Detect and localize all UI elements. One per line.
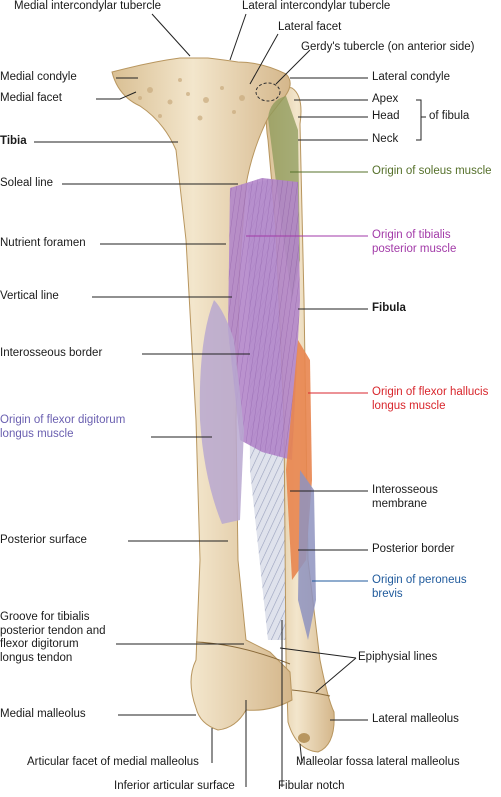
fibula-epiphysial-line [291, 689, 331, 697]
gerdys-tubercle-outline [255, 82, 281, 102]
colored-leader-lines [246, 171, 368, 582]
tibia-epiphysial-line [195, 641, 291, 665]
apex-label: Apex [372, 93, 399, 105]
of-fibula-label: of fibula [429, 110, 470, 122]
groove-label: Groove for tibialis posterior tendon and… [0, 611, 106, 664]
medial-malleolus-label: Medial malleolus [0, 708, 86, 720]
posterior-surface-label: Posterior surface [0, 534, 87, 546]
peroneus-brevis-origin [298, 470, 316, 640]
flexor-digitorum-origin [199, 300, 244, 524]
medial-facet-label: Medial facet [0, 92, 63, 104]
origin-soleus-label: Origin of soleus muscle [372, 165, 492, 177]
lateral-condyle-label: Lateral condyle [372, 71, 450, 83]
malleolar-fossa-label: Malleolar fossa lateral malleolus [296, 756, 460, 768]
medial-condyle-label: Medial condyle [0, 71, 77, 83]
lateral-facet-label: Lateral facet [278, 21, 342, 33]
fibular-notch-label: Fibular notch [278, 780, 345, 792]
origin-flexor-digitorum-label: Origin of flexor digitorum longus muscle [0, 414, 126, 440]
interosseous-membrane-label: Interosseous membrane [372, 484, 438, 510]
interosseous-border-label: Interosseous border [0, 347, 103, 359]
malleolar-fossa [298, 733, 310, 743]
vertical-line-label: Vertical line [0, 290, 59, 302]
leader-lines [34, 13, 426, 787]
gerdys-tubercle-label: Gerdy's tubercle (on anterior side) [301, 41, 475, 53]
head-label: Head [372, 110, 400, 122]
inferior-articular-surface-label: Inferior articular surface [114, 780, 235, 792]
tibialis-posterior-origin [228, 178, 300, 460]
neck-label: Neck [372, 133, 399, 145]
tibia-label: Tibia [0, 135, 27, 147]
medial-intercondylar-tubercle-label: Medial intercondylar tubercle [14, 0, 162, 12]
lateral-intercondylar-tubercle-label: Lateral intercondylar tubercle [242, 0, 391, 12]
origin-peroneus-brevis-label: Origin of peroneus brevis [372, 574, 467, 600]
origin-flexor-hallucis-label: Origin of flexor hallucis longus muscle [372, 386, 489, 412]
origin-tibialis-posterior-label: Origin of tibialis posterior muscle [372, 229, 457, 255]
posterior-border-label: Posterior border [372, 543, 455, 555]
fibula-label: Fibula [372, 302, 406, 314]
soleal-line-label: Soleal line [0, 177, 54, 189]
condyle-texture [138, 78, 245, 121]
nutrient-foramen-label: Nutrient foramen [0, 237, 86, 249]
lateral-malleolus-label: Lateral malleolus [372, 713, 459, 725]
epiphysial-lines-label: Epiphysial lines [358, 651, 438, 663]
articular-facet-medial-malleolus-label: Articular facet of medial malleolus [27, 756, 199, 768]
